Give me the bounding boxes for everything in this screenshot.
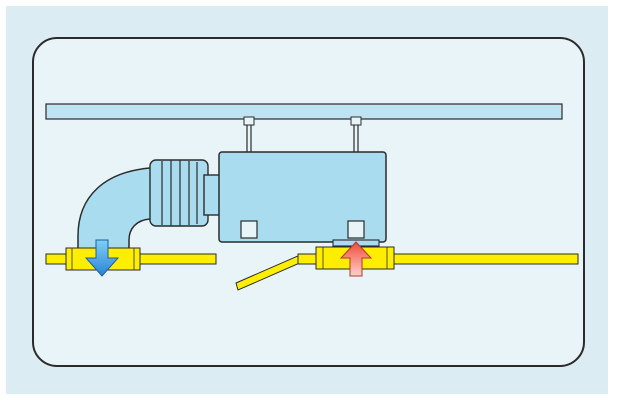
outflow-arrow-icon bbox=[84, 239, 120, 277]
mount-bracket-right bbox=[347, 220, 365, 239]
ceiling-rail bbox=[45, 103, 563, 120]
bellows-hose bbox=[149, 159, 209, 227]
heater-unit bbox=[218, 151, 387, 243]
inflow-arrow-icon bbox=[339, 241, 373, 277]
hose-collar bbox=[203, 174, 221, 216]
mount-bracket-left bbox=[240, 220, 258, 239]
